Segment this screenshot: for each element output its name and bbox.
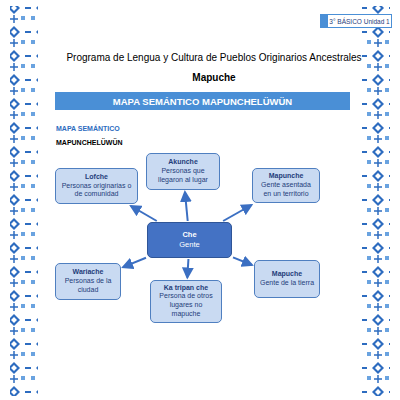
node-body: Personas de la ciudad: [60, 277, 116, 295]
section-heading: MAPA SEMÁNTICO: [56, 125, 120, 132]
node-heading: Mapunche: [269, 172, 304, 181]
concept-box: AkunchePersonas que llegaron al lugar: [146, 153, 220, 190]
node-heading: MAPA SEMÁNTICO MAPUNCHELÜWÜN: [113, 96, 292, 107]
node-heading: Mapuche: [272, 270, 302, 279]
right-border: [362, 6, 390, 396]
node-body: Gente asentada en un territorio: [257, 181, 315, 199]
arrow-connector: [185, 192, 188, 221]
node-heading: Che: [182, 230, 196, 240]
arrow-connector: [131, 206, 157, 221]
arrow-connector: [123, 258, 146, 267]
arrow-connector: [223, 205, 251, 221]
node-heading: Wariache: [73, 268, 104, 277]
page-title: Programa de Lengua y Cultura de Pueblos …: [66, 52, 361, 63]
grade-badge: 3° BÁSICO Unidad 1: [320, 14, 392, 28]
concept-box: Ka tripan chePersona de otros lugares no…: [150, 280, 222, 323]
concept-box: WariachePersonas de la ciudad: [55, 263, 121, 300]
concept-box: LofchePersonas originarias o de comunida…: [55, 168, 138, 204]
node-heading: Akunche: [168, 158, 198, 167]
node-body: Personas originarias o de comunidad: [60, 182, 133, 200]
node-heading: Ka tripan che: [164, 284, 208, 293]
arrow-connector: [187, 259, 188, 278]
node-body: Gente de la tierra: [260, 279, 314, 288]
node-body: Gente: [179, 240, 199, 250]
node-body: Persona de otros lugares no mapuche: [155, 292, 217, 318]
central-box: CheGente: [147, 222, 232, 258]
arrow-connector: [233, 257, 252, 265]
subtitle: Mapuche: [192, 72, 235, 83]
concept-box: MapuncheGente asentada en un territorio: [252, 168, 320, 203]
left-border: [10, 6, 38, 396]
title-band: MAPA SEMÁNTICO MAPUNCHELÜWÜN: [55, 92, 350, 110]
node-heading: 3° BÁSICO Unidad 1: [329, 18, 389, 25]
node-body: Personas que llegaron al lugar: [151, 167, 215, 185]
section-subheading: MAPUNCHELÜWÜN: [56, 139, 123, 146]
node-heading: Lofche: [85, 173, 108, 182]
concept-box: MapucheGente de la tierra: [254, 260, 320, 298]
